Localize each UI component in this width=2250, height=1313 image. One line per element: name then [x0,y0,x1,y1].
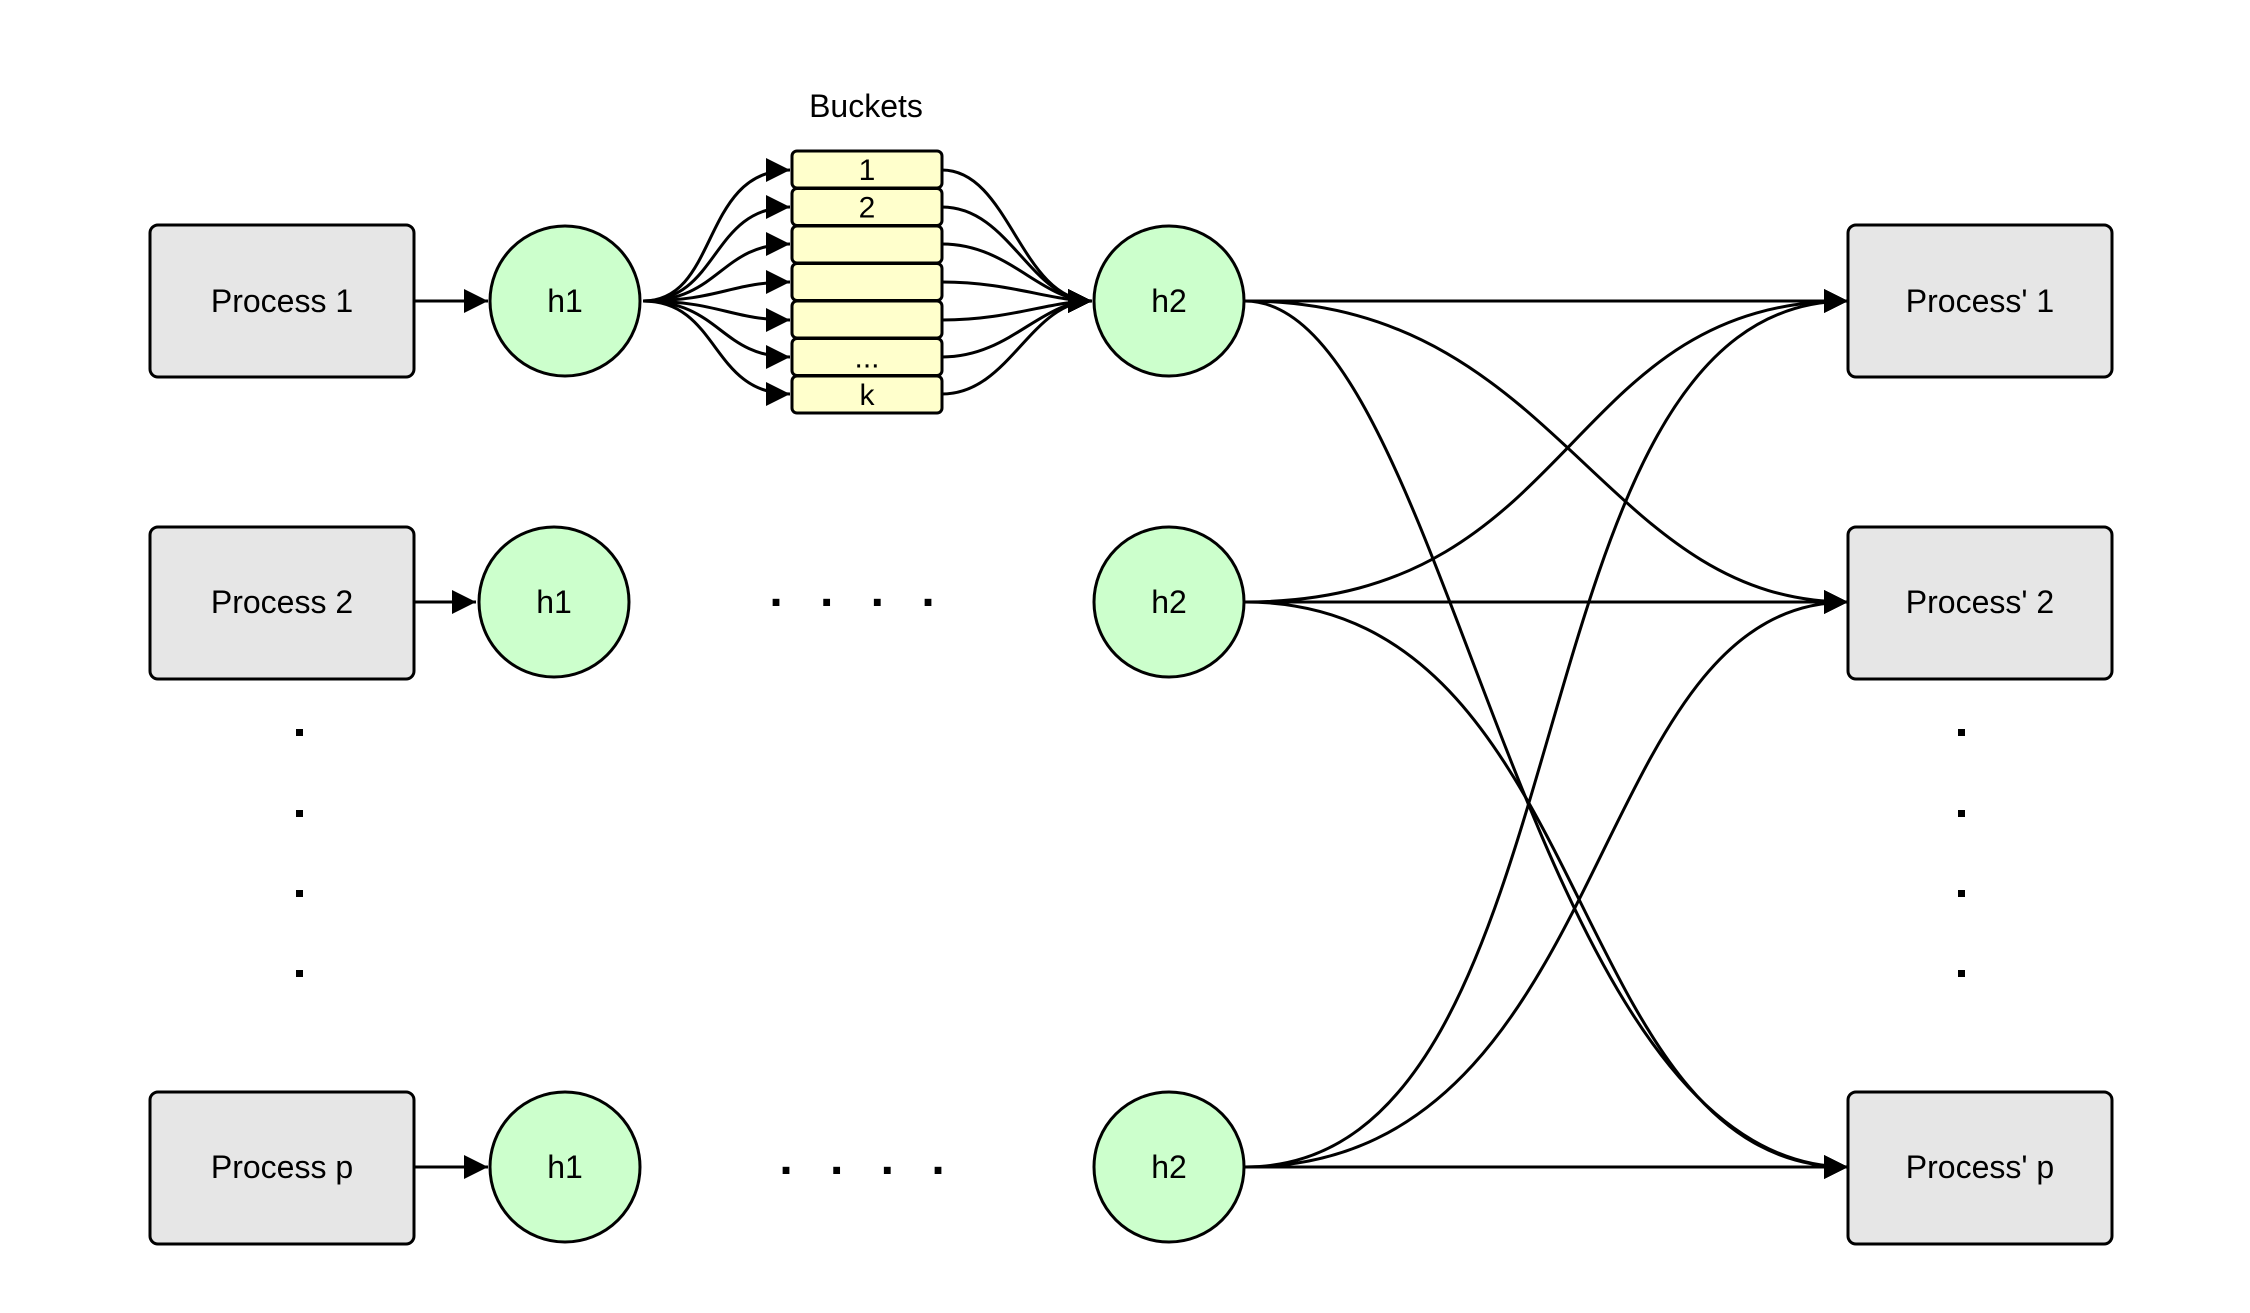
target-process-2-label: Process' 2 [1906,584,2054,620]
edge-h2-1-target-2 [1244,299,1849,614]
edges-h2-targets [1244,289,1849,1179]
process-column: Process 1 Process 2 Process p [148,223,416,1246]
target-process-2: Process' 2 [1846,525,2114,681]
edge-h2-p-target-1 [1244,289,1849,1169]
right-vertical-ellipsis [1958,729,1965,977]
edge-h1-bucket-6 [642,299,791,369]
target-process-1: Process' 1 [1846,223,2114,379]
h2-label-2: h2 [1151,584,1187,620]
bucket-row: ... [790,337,944,377]
fanout-h1-buckets [642,158,791,406]
process-2-label: Process 2 [211,584,353,620]
edge-h1-bucket-2 [642,195,791,303]
bucket-row: k [790,374,944,415]
edge-h1-bucket-3 [642,232,791,303]
bucket-label: 1 [859,154,876,187]
bucket-row [790,224,944,265]
edge-bucket-2-h2 [941,205,1093,313]
bucket-row [790,299,944,340]
h1-label-1: h1 [547,283,583,319]
h1-column: h1 h1 h1 [477,224,642,1244]
h2-node-1: h2 [1092,224,1246,378]
h2-node-2: h2 [1092,525,1246,679]
buckets-title: Buckets [809,88,923,124]
process-2: Process 2 [148,525,416,681]
edge-h2-p-target-2 [1244,590,1849,1169]
edge-bucket-k-h2 [941,289,1093,396]
left-vertical-ellipsis [296,729,303,977]
target-process-p: Process' p [1846,1090,2114,1246]
h1-node-1: h1 [488,224,642,378]
bucket-label: k [860,379,876,412]
bucket-cell [790,262,944,302]
edge-h1-bucket-1 [642,158,791,303]
process-1-label: Process 1 [211,283,353,319]
target-process-p-label: Process' p [1906,1149,2054,1185]
ellipsis-row-2: . . . . [769,564,946,617]
ellipsis-row-p: . . . . [779,1132,956,1185]
bucket-cell [790,299,944,340]
h1-label-2: h1 [536,584,572,620]
bucket-row: 1 [790,149,944,190]
target-process-1-label: Process' 1 [1906,283,2054,319]
bucket-label: ... [854,342,879,375]
bucket-stack: Buckets 1 2... k [790,88,944,415]
bucket-row: 2 [790,187,944,227]
h2-column: h2 h2 h2 [1092,224,1246,1244]
bucket-label: 2 [859,192,876,225]
process-p-label: Process p [211,1149,353,1185]
target-column: Process' 1 Process' 2 Process' p [1846,223,2114,1246]
h2-label-1: h2 [1151,283,1187,319]
edge-h2-2-target-p [1244,600,1849,1179]
h2-label-p: h2 [1151,1149,1187,1185]
fanin-buckets-h2 [941,168,1093,396]
h1-label-p: h1 [547,1149,583,1185]
bucket-cell [790,224,944,265]
h1-node-2: h1 [477,525,631,679]
process-p: Process p [148,1090,416,1246]
edges [414,158,1849,1179]
h1-node-p: h1 [488,1090,642,1244]
edge-h2-2-target-1 [1244,289,1849,604]
process-1: Process 1 [148,223,416,379]
bucket-cell [790,374,944,415]
edge-h2-1-target-p [1244,299,1849,1179]
bucket-row [790,262,944,302]
h2-node-p: h2 [1092,1090,1246,1244]
edge-bucket-4-h2 [941,280,1093,313]
edge-h1-bucket-k [642,299,791,406]
